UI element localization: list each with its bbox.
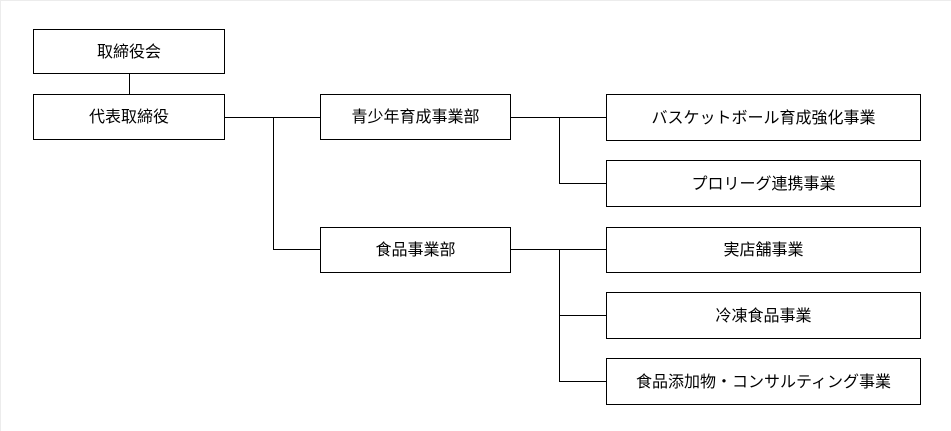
- connector-food-to-retail-store: [511, 249, 606, 250]
- org-node-label: 冷凍食品事業: [715, 305, 812, 325]
- org-node-representative-director[interactable]: 代表取締役: [33, 94, 225, 140]
- org-node-basketball-development-business[interactable]: バスケットボール育成強化事業: [606, 94, 921, 141]
- org-node-frozen-food-business[interactable]: 冷凍食品事業: [606, 292, 921, 339]
- org-node-pro-league-partnership-business[interactable]: プロリーグ連携事業: [606, 160, 921, 207]
- connector-youth-to-basketball: [511, 117, 606, 118]
- org-node-label: 青少年育成事業部: [351, 107, 480, 126]
- org-node-label: プロリーグ連携事業: [691, 173, 836, 193]
- connector-ceo-to-youth-division: [225, 117, 320, 118]
- org-node-board-of-directors[interactable]: 取締役会: [33, 29, 225, 74]
- org-node-label: 取締役会: [96, 41, 161, 61]
- connector-youth-to-pro-league: [559, 183, 606, 184]
- org-node-label: 実店舗事業: [723, 240, 804, 259]
- org-node-retail-store-business[interactable]: 実店舗事業: [606, 227, 921, 273]
- connector-ceo-branch-vertical: [273, 117, 274, 249]
- connector-food-to-frozen-food: [559, 315, 606, 316]
- org-node-label: 食品事業部: [375, 240, 456, 259]
- org-node-youth-development-division[interactable]: 青少年育成事業部: [320, 94, 511, 140]
- org-node-food-division[interactable]: 食品事業部: [320, 227, 511, 273]
- org-node-label: バスケットボール育成強化事業: [651, 107, 876, 127]
- org-node-label: 食品添加物・コンサルティング事業: [635, 371, 892, 391]
- connector-food-to-additives-consulting: [559, 381, 606, 382]
- connector-ceo-to-food-division: [273, 249, 320, 250]
- org-node-label: 代表取締役: [88, 107, 169, 126]
- connector-youth-branch-vertical: [559, 117, 560, 183]
- connector-board-to-ceo: [129, 74, 130, 94]
- org-node-food-additives-consulting-business[interactable]: 食品添加物・コンサルティング事業: [606, 358, 921, 405]
